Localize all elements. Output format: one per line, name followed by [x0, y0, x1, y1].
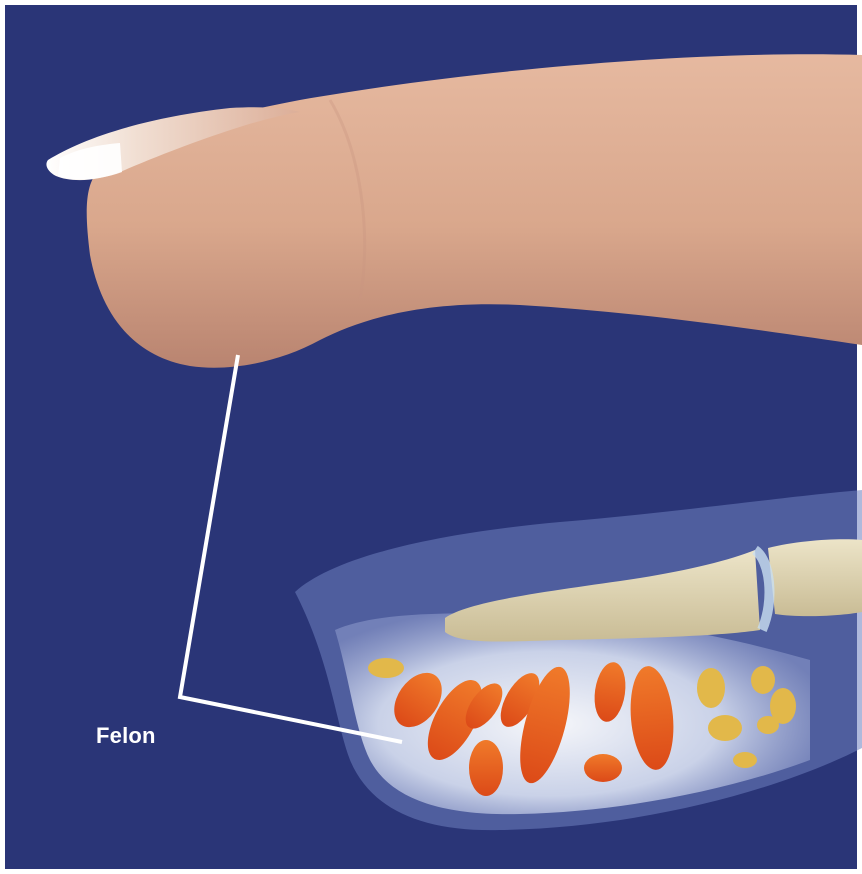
fat-lobule — [751, 666, 775, 694]
abscess-compartment — [469, 740, 503, 796]
fat-lobule — [733, 752, 757, 768]
fat-lobule — [697, 668, 725, 708]
middle-phalanx — [768, 539, 862, 616]
fat-lobule — [708, 715, 742, 741]
abscess-compartment — [584, 754, 622, 782]
felon-label: Felon — [96, 723, 156, 749]
fat-lobule — [757, 716, 779, 734]
fat-lobule — [368, 658, 404, 678]
